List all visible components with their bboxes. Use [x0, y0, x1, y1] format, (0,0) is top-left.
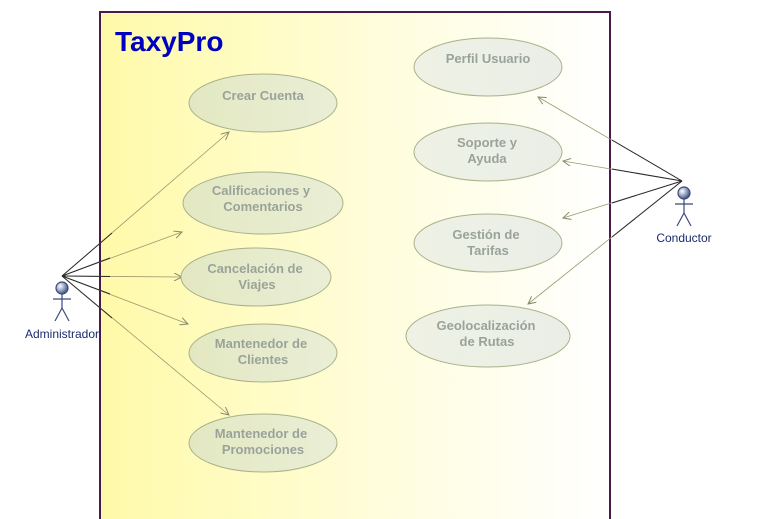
- use-case-label-line1: Cancelación de: [207, 261, 302, 276]
- actor-administrador[interactable]: Administrador: [25, 281, 99, 341]
- use-case-geolocalizacion-rutas[interactable]: Geolocalización de Rutas: [405, 304, 571, 368]
- use-case-soporte-ayuda[interactable]: Soporte y Ayuda: [413, 122, 563, 182]
- stick-figure-icon: [53, 281, 71, 322]
- use-case-label-line2: de Rutas: [460, 334, 515, 349]
- use-case-mantenedor-promociones[interactable]: Mantenedor de Promociones: [188, 413, 338, 473]
- use-case-label-line2: Comentarios: [223, 199, 302, 214]
- use-case-gestion-tarifas[interactable]: Gestión de Tarifas: [413, 213, 563, 273]
- use-case-label: Perfil Usuario: [446, 51, 531, 66]
- use-case-crear-cuenta[interactable]: Crear Cuenta: [188, 73, 338, 133]
- use-case-label-line2: Tarifas: [467, 243, 509, 258]
- use-case-label-line1: Mantenedor de: [215, 336, 307, 351]
- use-case-label-line1: Mantenedor de: [215, 426, 307, 441]
- use-case-label-line2: Promociones: [222, 442, 304, 457]
- use-case-perfil-usuario[interactable]: Perfil Usuario: [413, 37, 563, 97]
- use-case-label-line1: Soporte y: [457, 135, 518, 150]
- use-case-label-line2: Clientes: [238, 352, 289, 367]
- use-case-label-line1: Geolocalización: [437, 318, 536, 333]
- use-case-label-line1: Calificaciones y: [212, 183, 311, 198]
- use-case-calificaciones[interactable]: Calificaciones y Comentarios: [182, 171, 344, 235]
- use-case-label: Crear Cuenta: [222, 88, 304, 103]
- admin-associations: [61, 132, 229, 415]
- system-title: TaxyPro: [115, 26, 223, 57]
- actor-label: Conductor: [656, 231, 711, 245]
- actor-conductor[interactable]: Conductor: [656, 186, 712, 245]
- actor-label: Administrador: [25, 327, 99, 341]
- use-case-label-line1: Gestión de: [452, 227, 519, 242]
- use-case-label-line2: Ayuda: [467, 151, 507, 166]
- use-case-cancelacion[interactable]: Cancelación de Viajes: [180, 247, 332, 307]
- stick-figure-icon: [675, 186, 693, 227]
- use-case-mantenedor-clientes[interactable]: Mantenedor de Clientes: [188, 323, 338, 383]
- use-case-label-line2: Viajes: [238, 277, 275, 292]
- driver-associations: [528, 97, 683, 304]
